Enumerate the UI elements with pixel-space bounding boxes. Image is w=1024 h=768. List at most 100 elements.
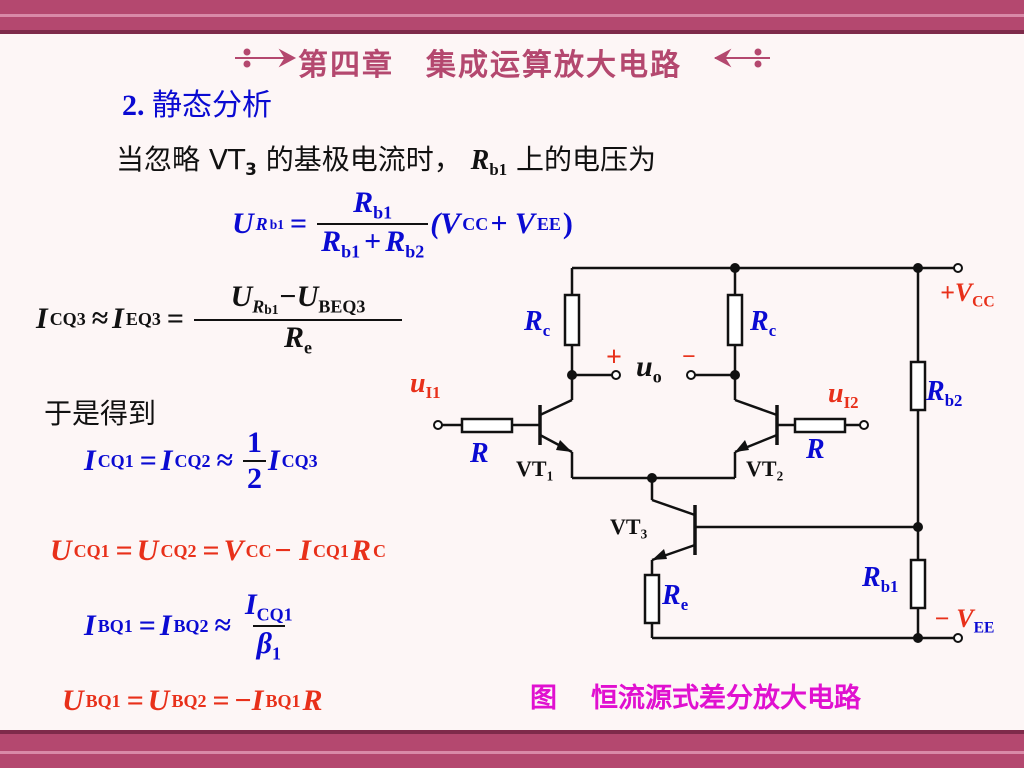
eq2-lhs1: I: [36, 301, 48, 335]
node-bottom-right: [913, 633, 923, 643]
resistor-r-left: [460, 417, 514, 434]
vt3-emitter-arrow-icon: [652, 549, 667, 560]
eq4-d-sub: CQ1: [312, 541, 349, 561]
eq1-close: ): [562, 207, 573, 241]
eq6-c-sub: BQ1: [265, 691, 301, 711]
eq3-b-sub: CQ2: [174, 451, 211, 471]
node-top-right: [913, 263, 923, 273]
resistor-rc-left: [563, 293, 581, 347]
eq5-a-sub: BQ1: [97, 616, 133, 637]
header-ornaments: [235, 48, 770, 68]
eq6-c: −I: [233, 684, 264, 717]
label-r-right: R: [806, 434, 825, 465]
terminal-uo-minus: [686, 370, 696, 380]
terminal-ui1: [433, 420, 443, 430]
eq5-num: I: [244, 588, 257, 621]
label-uo-plus: +: [606, 342, 622, 373]
label-uo-minus: −: [682, 344, 696, 370]
eq1-den1-sub: b1: [341, 241, 361, 262]
bottom-banner: [0, 730, 1024, 768]
vt2-emitter-arrow-icon: [735, 440, 749, 452]
label-re: Re: [662, 580, 689, 614]
eq1-num: R: [353, 186, 374, 219]
eq1-den1: R: [321, 225, 342, 259]
so-text: 于是得到: [44, 397, 157, 430]
resistor-r-right: [793, 417, 847, 434]
label-vcc: +VCC: [940, 278, 995, 311]
intro-var: R: [470, 145, 490, 176]
eq2-lhs1-sub: CQ3: [49, 308, 86, 329]
intro-var-sub: b1: [489, 159, 508, 179]
eq3-c-sub: CQ3: [281, 451, 318, 471]
intro-text-a: 当忽略 VT: [116, 143, 246, 176]
eq4-b-sub: CQ2: [160, 541, 197, 561]
eq5-den-sub: 1: [272, 643, 282, 664]
terminal-vee: [953, 633, 963, 643]
caption-fig: 图: [530, 683, 557, 714]
eq2-num1: U: [230, 280, 253, 313]
eq2-num1-sub: R: [252, 296, 265, 317]
eq4-e: R: [350, 534, 371, 567]
eq4-d: − I: [273, 534, 311, 567]
eq2-den: R: [283, 320, 304, 354]
eq1-paren: (V: [430, 207, 461, 241]
eq6-b: U: [147, 684, 170, 717]
eq3-a-sub: CQ1: [97, 451, 134, 471]
eq3-den: 2: [242, 460, 266, 494]
label-rc-right: Rc: [750, 306, 777, 340]
node-c1: [567, 370, 577, 380]
label-vt3: VT3: [610, 514, 648, 542]
label-ui1: uI1: [410, 368, 441, 402]
eq1-vee-sub: EE: [536, 214, 561, 235]
eq2-num1-sub2: b1: [264, 302, 279, 318]
label-rb2: Rb2: [926, 376, 963, 410]
label-ui2: uI2: [828, 378, 859, 412]
eq6-b-sub: BQ2: [171, 691, 207, 711]
eq3-b: I: [160, 444, 173, 477]
eq1-fraction: Rb1 Rb1+Rb2: [317, 186, 429, 262]
top-banner-stripe: [0, 14, 1024, 17]
eq2-num2-sub: BEQ3: [318, 296, 366, 317]
eq1-lhs: U: [232, 207, 254, 241]
resistor-rb1: [909, 558, 927, 610]
eq6-a: U: [62, 684, 84, 717]
node-top: [730, 263, 740, 273]
terminal-vcc: [953, 263, 963, 273]
eq5-b: I: [159, 609, 172, 643]
eq2-lhs2: I: [112, 301, 124, 335]
label-vee: − VEE: [934, 604, 995, 637]
eq1-plus-vee: + V: [490, 207, 535, 241]
eq4-e-sub: C: [372, 541, 386, 561]
section-heading: 2. 静态分析: [122, 80, 272, 124]
label-rc-left: Rc: [524, 306, 551, 340]
eq3-a: I: [84, 444, 96, 477]
eq5-den: β: [256, 627, 273, 661]
bottom-banner-stripe: [0, 751, 1024, 754]
intro-sentence: 当忽略 VT3 的基极电流时， Rb1 上的电压为: [116, 138, 656, 180]
eq3-c: I: [267, 444, 280, 477]
eq2-lhs2-sub: EQ3: [125, 308, 161, 329]
eq5-b-sub: BQ2: [173, 616, 209, 637]
eq1-lhs-sub2: b1: [269, 216, 284, 232]
eq3-fraction: 1 2: [242, 428, 266, 494]
eq4-a: U: [50, 534, 72, 567]
eq5-a: I: [84, 609, 96, 643]
vt1-emitter-arrow-icon: [556, 440, 572, 452]
node-emitters: [647, 473, 657, 483]
label-uo: uo: [636, 350, 662, 387]
eq2-approx: ≈: [91, 301, 109, 335]
top-banner: [0, 0, 1024, 34]
intro-text-c: 上的电压为: [507, 143, 656, 176]
intro-text-b: 的基极电流时，: [256, 143, 462, 176]
eq4-c: V: [223, 534, 244, 567]
section-title: 静态分析: [152, 88, 272, 123]
eq1-den2: R: [385, 225, 406, 259]
eq6-a-sub: BQ1: [85, 691, 121, 711]
